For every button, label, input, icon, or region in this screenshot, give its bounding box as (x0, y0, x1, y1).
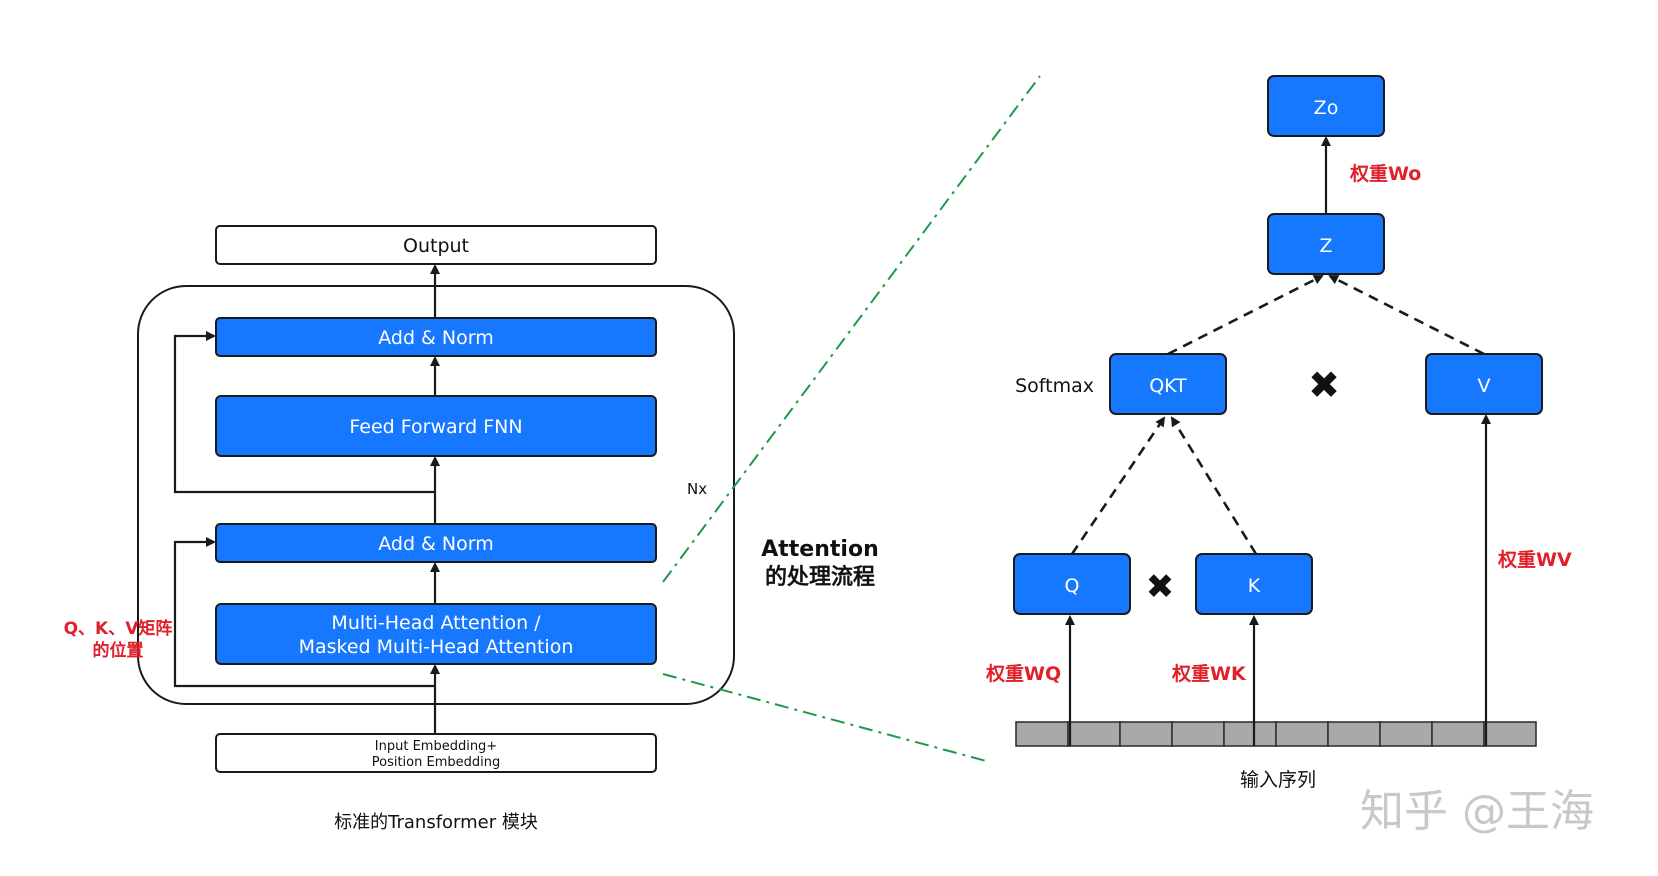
output-box (215, 225, 657, 265)
zoom-connector-bottom (662, 673, 991, 763)
k-label: K (1248, 575, 1261, 597)
qkv-note-line1: Q、K、V矩阵 (64, 618, 173, 639)
sequence-cell (1275, 721, 1329, 747)
attention-title-line2: 的处理流程 (765, 564, 875, 590)
weight-wq-label: 权重WQ (985, 662, 1061, 685)
v-label: V (1478, 375, 1491, 397)
add-norm-top-box (215, 317, 657, 357)
k-box (1195, 553, 1313, 615)
mha-label-line1: Multi-Head Attention / (331, 612, 541, 634)
watermark: 知乎 @王海 (1360, 786, 1594, 837)
transformer-caption: 标准的Transformer 模块 (334, 812, 538, 833)
q-box (1013, 553, 1131, 615)
add-norm-bottom-box (215, 523, 657, 563)
q-label: Q (1065, 575, 1080, 597)
weight-wv-label: 权重WV (1497, 548, 1572, 571)
v-box (1425, 353, 1543, 415)
sequence-cell (1171, 721, 1225, 747)
sequence-cell (1119, 721, 1173, 747)
zo-box (1267, 75, 1385, 137)
add-norm-top-label: Add & Norm (378, 327, 494, 349)
qkt-label: QKT (1149, 375, 1187, 397)
zo-label: Zo (1314, 97, 1339, 119)
weight-wk-label: 权重WK (1171, 662, 1247, 685)
dash-v-to-z (1328, 274, 1485, 356)
z-box (1267, 213, 1385, 275)
mha-label-line2: Masked Multi-Head Attention (299, 636, 574, 658)
output-label: Output (403, 235, 469, 257)
dash-k-to-qkt (1170, 416, 1258, 555)
input-sequence-label: 输入序列 (1240, 769, 1316, 791)
qkt-box (1109, 353, 1227, 415)
embedding-label-line1: Input Embedding+ (375, 739, 497, 754)
nx-label: Nx (687, 480, 707, 498)
add-norm-bottom-label: Add & Norm (378, 533, 494, 555)
sequence-cell (1483, 721, 1537, 747)
embedding-box (215, 733, 657, 773)
feed-forward-label: Feed Forward FNN (349, 416, 522, 438)
residual-bottom (173, 537, 435, 688)
attention-flow: 输入序列 Zo 权重Wo Z Softmax QKT ✖ V Q (985, 75, 1572, 791)
input-sequence (1015, 721, 1537, 747)
sequence-cell (1431, 721, 1485, 747)
sequence-cell (1223, 721, 1277, 747)
sequence-cell (1067, 721, 1121, 747)
attention-title-line1: Attention (761, 537, 878, 562)
weight-wo-label: 权重Wo (1349, 162, 1421, 185)
softmax-label: Softmax (1015, 375, 1094, 397)
sequence-cell (1015, 721, 1069, 747)
dash-qkt-to-z (1167, 274, 1324, 356)
multi-head-attention-box (215, 603, 657, 665)
multiply-icon-bottom: ✖ (1146, 567, 1175, 607)
zoom-connector-top (662, 75, 1041, 583)
feed-forward-box (215, 395, 657, 457)
embedding-label-line2: Position Embedding (372, 755, 500, 770)
sequence-cell (1379, 721, 1433, 747)
z-label: Z (1319, 235, 1332, 257)
transformer-module: Output Add & Norm Feed Forward FNN Nx Ad… (64, 225, 735, 833)
sequence-cell (1327, 721, 1381, 747)
dash-q-to-qkt (1070, 416, 1166, 555)
multiply-icon-top: ✖ (1308, 363, 1340, 407)
residual-top (173, 331, 435, 494)
qkv-note-line2: 的位置 (93, 640, 144, 661)
